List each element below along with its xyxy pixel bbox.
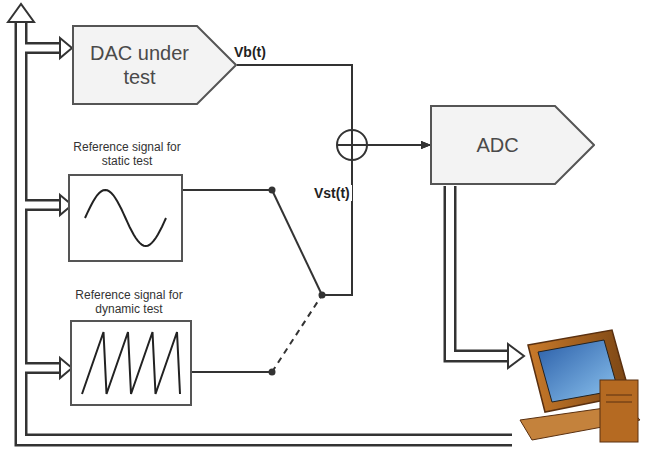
dynamic-reference: Reference signal for dynamic test	[64, 288, 194, 408]
block-heading: Reference signal for static test	[62, 140, 192, 168]
data-bus	[8, 4, 512, 440]
signal-connector	[237, 65, 430, 145]
selector-switch	[269, 187, 326, 376]
signal-name: Vst(t)	[312, 185, 352, 201]
adc-block: ADC	[430, 105, 595, 185]
sine-wave	[70, 176, 181, 260]
adc-output-bus	[450, 186, 524, 368]
block-label: ADC	[440, 133, 555, 157]
signal-connector	[192, 145, 430, 372]
static-reference: Reference signal for static test	[62, 140, 192, 264]
generator-box	[70, 320, 192, 406]
signal-name: Vb(t)	[232, 44, 268, 60]
computer-icon	[520, 330, 640, 442]
generator-box	[68, 174, 183, 262]
block-heading: Reference signal for dynamic test	[64, 288, 194, 316]
signal-connector	[183, 145, 430, 295]
block-label: DAC under test	[82, 41, 197, 89]
saw-wave	[72, 322, 190, 404]
dac-block: DAC under test	[72, 25, 237, 105]
block-outline	[72, 25, 237, 105]
